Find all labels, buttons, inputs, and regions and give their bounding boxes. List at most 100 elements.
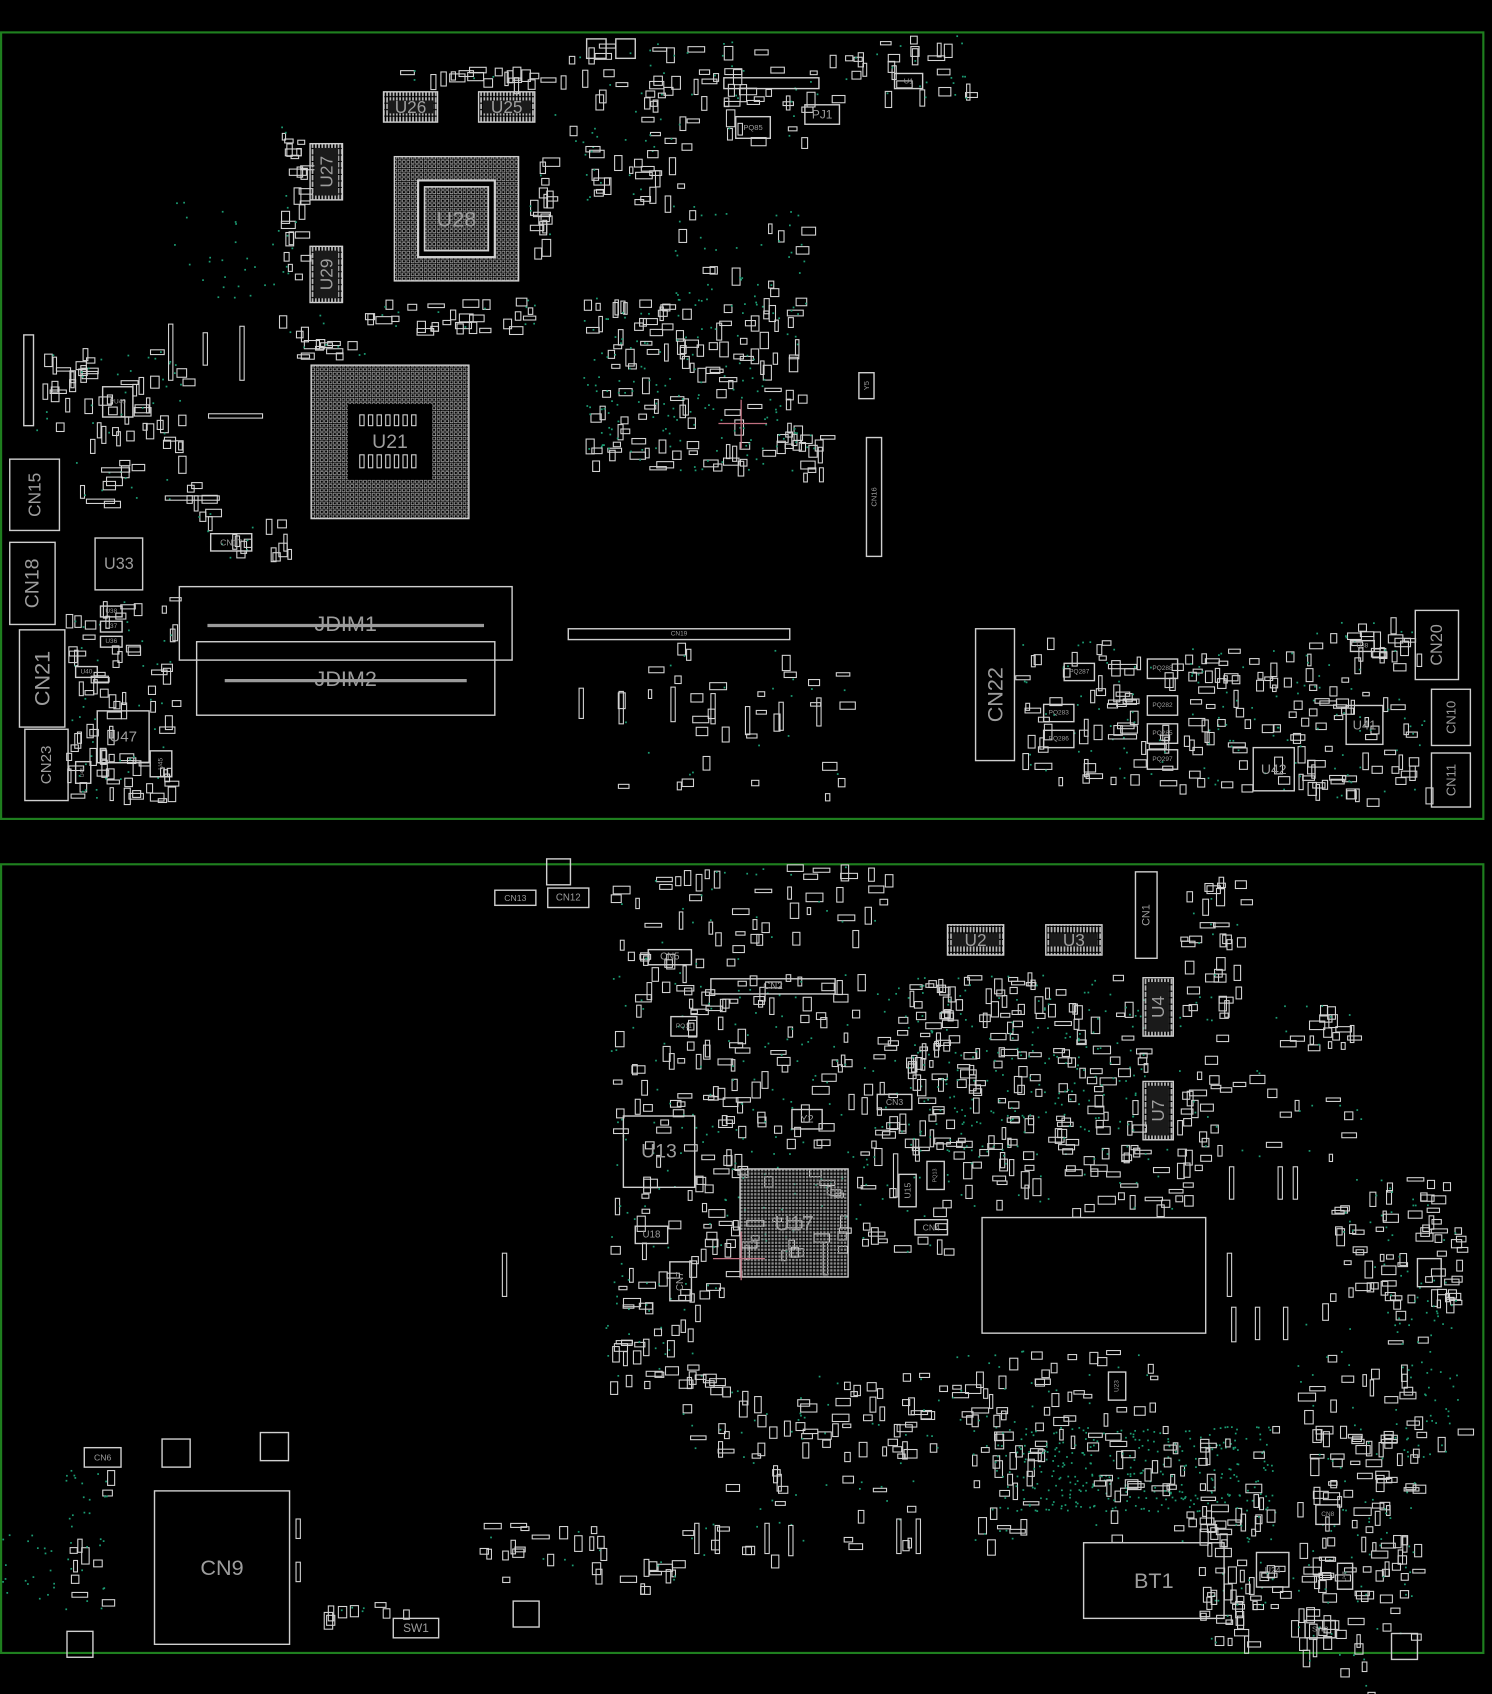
smd-pad[interactable] (1297, 746, 1306, 764)
component-u25[interactable]: U25 (477, 91, 536, 123)
smd-pad[interactable] (283, 251, 290, 262)
smd-pad[interactable] (680, 1319, 687, 1333)
smd-pad[interactable] (902, 1399, 911, 1407)
smd-pad[interactable] (1349, 1024, 1355, 1044)
smd-pad[interactable] (101, 467, 131, 473)
smd-pad[interactable] (770, 66, 785, 74)
smd-pad[interactable] (939, 986, 951, 996)
smd-pad[interactable] (704, 869, 710, 880)
smd-pad[interactable] (1001, 995, 1008, 1008)
smd-pad[interactable] (635, 171, 653, 180)
smd-pad[interactable] (851, 1009, 861, 1019)
smd-pad[interactable] (1365, 1526, 1374, 1534)
smd-pad[interactable] (798, 441, 807, 452)
smd-pad[interactable] (1355, 1249, 1365, 1256)
smd-pad[interactable] (1107, 734, 1138, 740)
smd-pad[interactable] (1182, 1182, 1194, 1188)
component-u40[interactable]: U40 (74, 665, 98, 679)
smd-pad[interactable] (737, 122, 743, 136)
smd-pad[interactable] (70, 793, 86, 799)
smd-pad[interactable] (1341, 1375, 1355, 1383)
smd-pad[interactable] (107, 1470, 116, 1486)
component-cn16[interactable]: CN16 (865, 436, 883, 558)
smd-pad[interactable] (1288, 711, 1297, 719)
smd-pad[interactable] (1309, 1035, 1315, 1045)
smd-pad[interactable] (510, 1522, 528, 1528)
smd-pad[interactable] (483, 1522, 502, 1530)
smd-pad[interactable] (1015, 675, 1031, 681)
smd-pad[interactable] (687, 1190, 693, 1201)
smd-pad[interactable] (695, 1304, 701, 1323)
smd-pad[interactable] (124, 777, 134, 788)
smd-pad[interactable] (822, 761, 838, 771)
smd-pad[interactable] (1110, 776, 1117, 786)
smd-pad[interactable] (68, 650, 87, 657)
mounting-pad[interactable] (1416, 1257, 1442, 1288)
smd-pad[interactable] (647, 689, 653, 699)
smd-pad[interactable] (694, 1374, 707, 1380)
smd-pad[interactable] (527, 307, 534, 315)
smd-pad[interactable] (1221, 781, 1234, 789)
smd-pad[interactable] (990, 1001, 1000, 1018)
smd-pad[interactable] (531, 1534, 550, 1540)
smd-pad[interactable] (1103, 1413, 1109, 1427)
smd-pad[interactable] (1170, 1473, 1176, 1485)
smd-pad[interactable] (730, 1059, 736, 1072)
smd-pad[interactable] (1249, 658, 1260, 665)
smd-pad[interactable] (582, 69, 589, 88)
smd-pad[interactable] (1378, 652, 1388, 660)
smd-pad[interactable] (725, 1483, 741, 1492)
smd-pad[interactable] (1365, 1459, 1383, 1468)
smd-pad[interactable] (1127, 1120, 1133, 1136)
smd-pad[interactable] (795, 297, 808, 307)
smd-pad[interactable] (300, 352, 315, 360)
smd-pad[interactable] (670, 686, 676, 723)
smd-pad[interactable] (178, 414, 187, 427)
smd-pad[interactable] (82, 634, 96, 640)
smd-pad[interactable] (634, 199, 645, 206)
smd-pad[interactable] (1101, 640, 1112, 646)
smd-pad[interactable] (1043, 1406, 1051, 1416)
smd-pad[interactable] (508, 77, 523, 83)
smd-pad[interactable] (781, 654, 791, 672)
smd-pad[interactable] (778, 701, 784, 731)
smd-pad[interactable] (942, 996, 952, 1012)
smd-pad[interactable] (42, 383, 49, 400)
smd-pad[interactable] (716, 322, 723, 341)
component-u1[interactable]: U1 (893, 72, 924, 90)
smd-pad[interactable] (979, 1014, 991, 1023)
smd-pad[interactable] (1309, 1385, 1326, 1392)
smd-pad[interactable] (1133, 1147, 1141, 1158)
smd-pad[interactable] (382, 1608, 391, 1619)
smd-pad[interactable] (1084, 1203, 1095, 1213)
smd-pad[interactable] (1087, 1105, 1105, 1115)
smd-pad[interactable] (1012, 1020, 1024, 1028)
smd-pad[interactable] (612, 885, 631, 895)
smd-pad[interactable] (907, 1537, 913, 1549)
smd-pad[interactable] (1399, 1590, 1410, 1599)
smd-pad[interactable] (109, 725, 114, 739)
smd-pad[interactable] (1196, 1071, 1203, 1081)
smd-pad[interactable] (1116, 1012, 1125, 1018)
smd-pad[interactable] (1206, 885, 1221, 895)
smd-pad[interactable] (792, 440, 802, 451)
smd-pad[interactable] (737, 1028, 747, 1045)
mounting-pad[interactable] (585, 38, 607, 60)
smd-pad[interactable] (1412, 1568, 1426, 1574)
component-u15[interactable]: U15 (898, 1173, 917, 1208)
smd-pad[interactable] (636, 1004, 642, 1018)
smd-pad[interactable] (1186, 1090, 1194, 1107)
smd-pad[interactable] (303, 339, 321, 350)
smd-pad[interactable] (1364, 717, 1370, 728)
smd-pad[interactable] (773, 1125, 783, 1134)
smd-pad[interactable] (831, 1059, 839, 1068)
smd-pad[interactable] (1122, 698, 1140, 705)
smd-pad[interactable] (723, 45, 734, 61)
smd-pad[interactable] (1109, 1440, 1128, 1448)
smd-pad[interactable] (972, 1161, 982, 1169)
smd-pad[interactable] (1225, 1438, 1231, 1448)
smd-pad[interactable] (1408, 757, 1420, 767)
smd-pad[interactable] (1000, 1410, 1007, 1421)
smd-pad[interactable] (687, 1328, 694, 1343)
smd-pad[interactable] (1254, 1515, 1261, 1532)
